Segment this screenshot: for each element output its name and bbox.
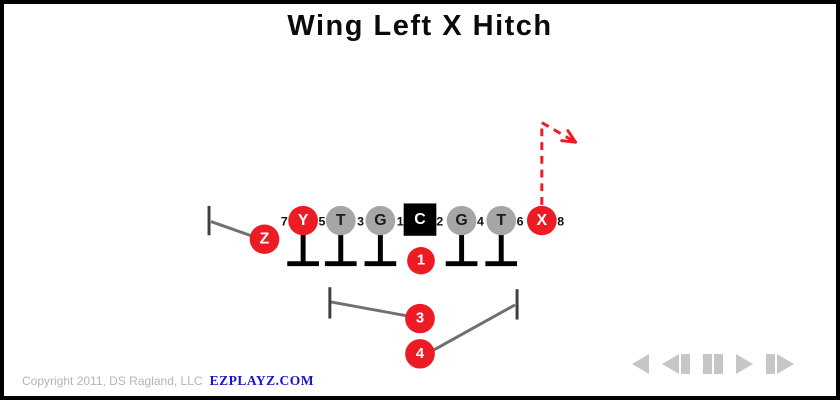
- play-icon: [736, 354, 753, 374]
- control-play[interactable]: [736, 354, 753, 374]
- gap-number-2: 2: [436, 215, 443, 229]
- gap-number-5: 5: [319, 215, 326, 229]
- gap-number-7: 7: [281, 215, 288, 229]
- connector-line: [210, 220, 254, 238]
- pause-icon: [703, 354, 712, 374]
- player-Z[interactable]: [249, 224, 280, 254]
- player-label: C: [414, 211, 425, 228]
- play-diagram: Z Y T G C G T X 7 5 3 1 2 4 6 8 1 3 4: [207, 120, 577, 369]
- player-G[interactable]: [446, 205, 477, 236]
- step-forward-icon: [777, 354, 794, 374]
- copyright-text: Copyright 2011, DS Ragland, LLC: [22, 374, 203, 388]
- marker-1[interactable]: [407, 247, 435, 275]
- marker-3[interactable]: [405, 303, 435, 334]
- connector-line: [330, 300, 407, 318]
- player-label: X: [537, 212, 548, 229]
- skip-back-icon: [632, 354, 649, 374]
- gap-number-4: 4: [477, 215, 484, 229]
- control-pause[interactable]: [703, 354, 723, 374]
- player-T[interactable]: [325, 205, 356, 236]
- play-title: Wing Left X Hitch: [287, 10, 553, 42]
- player-C[interactable]: [403, 203, 437, 236]
- control-step-forward[interactable]: [766, 354, 794, 374]
- connector-line: [433, 303, 516, 352]
- route-arrowhead: [560, 139, 577, 144]
- player-G[interactable]: [365, 205, 396, 236]
- control-step-back[interactable]: [662, 354, 690, 374]
- playback-controls: [632, 354, 794, 374]
- player-T[interactable]: [486, 205, 517, 236]
- marker-label: 4: [416, 346, 425, 362]
- pause-icon: [714, 354, 723, 374]
- gap-number-6: 6: [517, 215, 524, 229]
- marker-label: 3: [416, 311, 424, 327]
- player-label: Z: [260, 231, 270, 248]
- control-skip-to-start[interactable]: [632, 354, 649, 374]
- player-label: G: [455, 212, 467, 229]
- step-forward-icon: [766, 354, 775, 374]
- player-label: Y: [298, 212, 309, 229]
- marker-label: 1: [417, 253, 425, 269]
- ezplayz-link[interactable]: EZPLAYZ.COM: [209, 373, 314, 388]
- route-arrowhead: [566, 129, 577, 144]
- player-X[interactable]: [526, 205, 557, 236]
- step-back-icon: [662, 354, 679, 374]
- gap-number-8: 8: [557, 215, 564, 229]
- gap-number-3: 3: [357, 215, 364, 229]
- marker-4[interactable]: [405, 339, 435, 369]
- player-label: G: [374, 212, 386, 229]
- player-Y[interactable]: [288, 205, 318, 236]
- player-label: T: [336, 212, 346, 229]
- player-label: T: [496, 212, 506, 229]
- route-path-x-hitch: [540, 120, 577, 205]
- gap-number-1: 1: [397, 215, 404, 229]
- step-back-icon: [681, 354, 690, 374]
- footer: Copyright 2011, DS Ragland, LLC EZPLAYZ.C…: [22, 373, 314, 389]
